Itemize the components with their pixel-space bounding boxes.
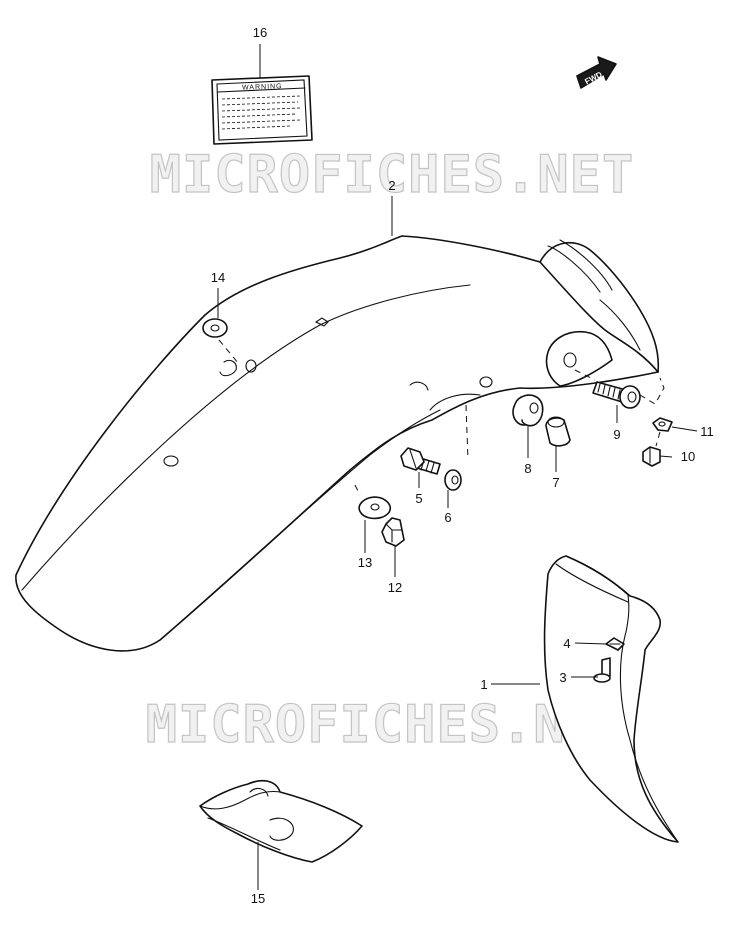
washer-6-part	[444, 469, 462, 491]
bolt-9-part	[592, 381, 641, 409]
watermark-top: MICROFICHES.NET	[150, 145, 635, 205]
leader-11	[671, 426, 698, 432]
side-cover-part	[543, 555, 679, 843]
dash-line-10	[655, 431, 661, 447]
callout-9: 9	[613, 427, 620, 442]
callout-15: 15	[251, 891, 265, 906]
nut-11-part	[652, 417, 673, 432]
callout-1: 1	[480, 677, 487, 692]
callout-5: 5	[415, 491, 422, 506]
dash-line-14	[218, 339, 240, 365]
washer-13-part	[358, 496, 392, 520]
dash-line-13	[354, 484, 361, 496]
washer-14-part	[202, 318, 228, 338]
watermark-bottom: MICROFICHES.NET	[146, 695, 631, 755]
callout-14: 14	[211, 270, 225, 285]
screw-10-part	[642, 446, 661, 467]
callout-4: 4	[563, 636, 570, 651]
mud-flap-part	[199, 779, 363, 863]
warning-heading: WARNING	[242, 83, 283, 91]
callout-11: 11	[700, 424, 714, 439]
bolt-5-part	[400, 447, 441, 475]
callout-6: 6	[444, 510, 451, 525]
dash-line-5	[465, 404, 469, 461]
grommet-8-part	[512, 394, 544, 427]
leader-10	[659, 455, 673, 458]
collar-7-part	[545, 416, 571, 447]
dash-line-9	[574, 369, 596, 381]
callout-3: 3	[559, 670, 566, 685]
callout-2: 2	[388, 178, 395, 193]
fwd-arrow-icon: FWD	[576, 56, 617, 89]
leader-4	[574, 642, 607, 645]
callout-8: 8	[524, 461, 531, 476]
warning-label-part: WARNING	[211, 75, 313, 145]
callout-16: 16	[253, 25, 267, 40]
callout-7: 7	[552, 475, 559, 490]
dash-line-11	[639, 377, 665, 405]
rear-fender-part	[15, 235, 660, 652]
callout-12: 12	[388, 580, 402, 595]
callout-13: 13	[358, 555, 372, 570]
nut-12-part	[381, 517, 405, 547]
callout-10: 10	[681, 449, 695, 464]
